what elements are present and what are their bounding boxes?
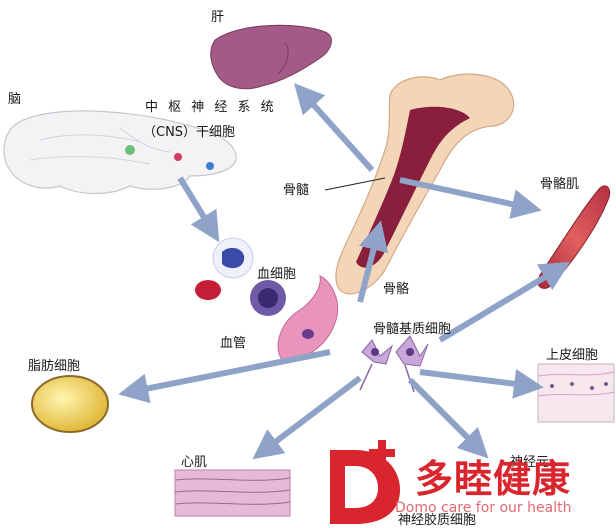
label-skeletal-muscle: 骨骼肌 bbox=[540, 177, 580, 192]
label-cns-line2: （CNS）干细胞 bbox=[143, 125, 236, 140]
arrow-to-epithelial bbox=[419, 368, 544, 399]
arrow-to-liver bbox=[293, 83, 375, 173]
label-marrow-stromal-cells: 骨髓基质细胞 bbox=[373, 322, 452, 337]
blood-vessel-illustration bbox=[277, 275, 338, 361]
arrows bbox=[118, 83, 571, 460]
label-blood-cells: 血细胞 bbox=[257, 267, 297, 282]
arrow-up-to-bone bbox=[357, 220, 389, 303]
logo-mark-icon bbox=[330, 440, 400, 524]
arrow-to-muscle-right bbox=[438, 261, 571, 343]
arrow-to-skeletal-muscle bbox=[399, 177, 542, 219]
logo-text-cn: 多睦健康 bbox=[415, 457, 572, 501]
label-cns-line1: 中 枢 神 经 系 统 bbox=[145, 100, 277, 115]
label-bone: 骨骼 bbox=[383, 282, 410, 297]
cardiac-muscle-illustration bbox=[174, 469, 291, 517]
logo-text-en: Domo care for our health bbox=[395, 500, 572, 516]
label-epithelial-cells: 上皮细胞 bbox=[546, 348, 599, 363]
blood-cells-illustration bbox=[195, 237, 286, 316]
label-adipocyte: 脂肪细胞 bbox=[28, 359, 81, 374]
bone-marrow-pointer bbox=[324, 177, 386, 191]
stromal-cells-illustration bbox=[359, 335, 429, 393]
arrow-brain-to-blood bbox=[177, 176, 220, 243]
label-glial-cells: 神经胶质细胞 bbox=[398, 513, 477, 528]
arrow-to-adipocyte bbox=[118, 349, 331, 404]
label-brain: 脑 bbox=[8, 92, 22, 107]
arrow-to-cardiac bbox=[252, 375, 362, 460]
label-liver: 肝 bbox=[211, 10, 225, 25]
liver-illustration bbox=[210, 24, 332, 90]
label-bone-marrow: 骨髓 bbox=[283, 183, 310, 198]
label-neuron: 神经元 bbox=[510, 455, 550, 470]
epithelial-illustration bbox=[537, 363, 615, 423]
arrow-to-neuron bbox=[407, 377, 489, 459]
label-blood-vessel: 血管 bbox=[220, 336, 247, 351]
adipocyte-illustration bbox=[31, 375, 109, 433]
label-cardiac-muscle: 心肌 bbox=[181, 455, 208, 470]
brain-illustration bbox=[3, 110, 237, 195]
